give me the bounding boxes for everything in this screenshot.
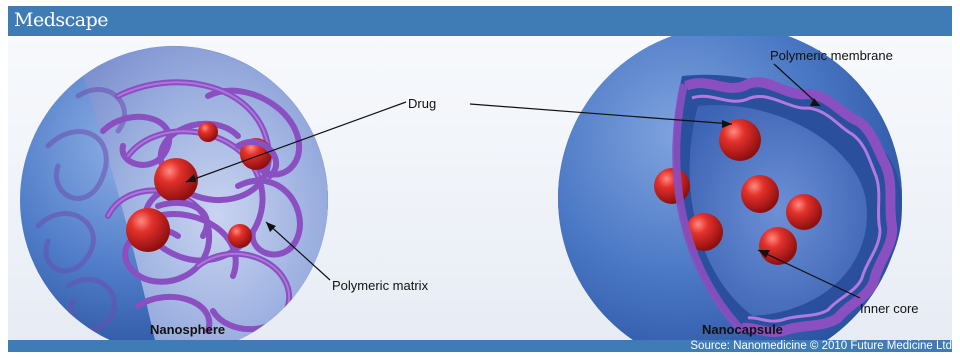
caption-nanocapsule: Nanocapsule [702, 322, 783, 337]
drug-particle [786, 194, 822, 230]
diagram-panel: Drug Polymeric membrane Polymeric matrix… [8, 36, 952, 340]
label-polymeric-membrane: Polymeric membrane [770, 48, 893, 63]
drug-particle [654, 168, 690, 204]
label-drug: Drug [408, 96, 436, 111]
caption-nanosphere: Nanosphere [150, 322, 225, 337]
figure-frame: Medscape [8, 6, 952, 352]
label-polymeric-matrix: Polymeric matrix [332, 278, 429, 293]
drug-particle [126, 208, 170, 252]
nanosphere-illustration [20, 46, 328, 340]
nanoparticle-diagram: Drug Polymeric membrane Polymeric matrix… [8, 36, 952, 340]
drug-particle [741, 175, 779, 213]
footer-bar: Source: Nanomedicine © 2010 Future Medic… [8, 340, 952, 352]
header-bar: Medscape [8, 6, 952, 36]
source-credit: Source: Nanomedicine © 2010 Future Medic… [690, 339, 952, 352]
drug-particle [228, 224, 252, 248]
drug-particle [198, 122, 218, 142]
medscape-logo: Medscape [14, 9, 108, 31]
label-inner-core: Inner core [860, 301, 919, 316]
nanocapsule-illustration [558, 36, 902, 340]
